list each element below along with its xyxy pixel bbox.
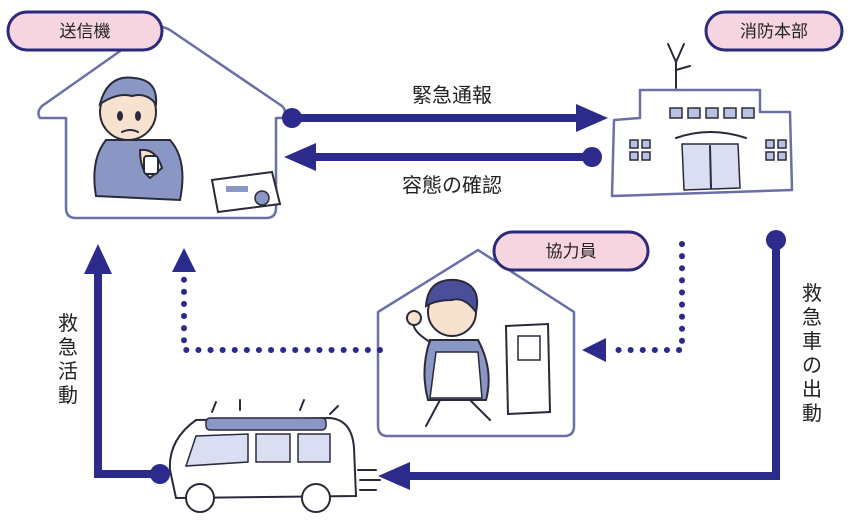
emergency-report-arrowhead (576, 104, 608, 132)
transmitter-label: 送信機 (60, 22, 111, 42)
fire-hq-node-label: 消防本部 (704, 10, 844, 52)
helper-call-dotted-arrow (582, 241, 685, 362)
condition-check-start-dot (582, 147, 602, 167)
rescue-activity-arrowhead (84, 244, 112, 274)
helper-visit-arrowhead (172, 248, 196, 272)
fire-hq-label: 消防本部 (740, 22, 808, 42)
rescue-activity-char: 活 (58, 359, 78, 383)
emergency-report-label: 緊急通報 (412, 83, 492, 107)
condition-check-label: 容態の確認 (402, 173, 502, 197)
ambulance-dispatch-char: 出 (802, 377, 822, 401)
rescue-activity-char: 急 (58, 335, 78, 359)
helper-call-arrowhead (582, 338, 606, 362)
ambulance-illustration (168, 399, 381, 513)
ambulance-dispatch-char: 急 (802, 305, 822, 329)
helper-house-illustration (376, 248, 576, 438)
rescue-activity-arrow (84, 244, 170, 484)
ambulance-dispatch-arrowhead (378, 462, 410, 490)
rescue-activity-start-dot (150, 464, 170, 484)
helper-node-label: 協力員 (492, 230, 650, 272)
ambulance-dispatch-arrow (378, 230, 786, 490)
sender-house-illustration (37, 25, 287, 220)
rescue-activity-char: 動 (58, 383, 78, 407)
ambulance-dispatch-char: 車 (802, 329, 822, 353)
condition-check-arrow (284, 143, 602, 171)
helper-visit-dotted-arrow (172, 248, 383, 353)
ambulance-dispatch-char: 救 (802, 281, 822, 305)
emergency-report-start-dot (282, 108, 302, 128)
fire-hq-building-illustration (610, 43, 794, 198)
rescue-activity-char: 救 (58, 311, 78, 335)
ambulance-dispatch-char: 動 (802, 401, 822, 425)
ambulance-dispatch-start-dot (766, 230, 786, 250)
ambulance-dispatch-label: 救 急 車 の 出 動 (802, 281, 822, 425)
helper-label: 協力員 (546, 242, 597, 262)
emergency-report-arrow (282, 104, 608, 132)
condition-check-arrowhead (284, 143, 316, 171)
ambulance-dispatch-char: の (802, 353, 822, 377)
rescue-activity-label: 救 急 活 動 (58, 311, 78, 407)
transmitter-node-label: 送信機 (6, 10, 164, 52)
